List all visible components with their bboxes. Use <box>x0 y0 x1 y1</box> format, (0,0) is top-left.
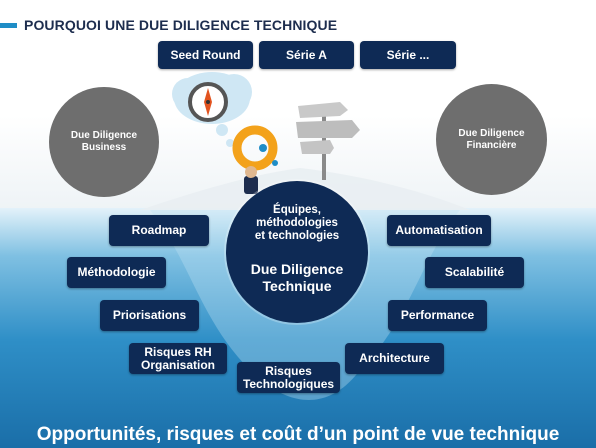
stage-serie-a: Série A <box>259 41 354 69</box>
item-risques-rh: Risques RH Organisation <box>129 343 227 374</box>
footer-caption: Opportunités, risques et coût d’un point… <box>36 424 560 445</box>
item-architecture: Architecture <box>345 343 444 374</box>
lifebuoy-icon <box>232 125 278 171</box>
item-performance: Performance <box>388 300 487 331</box>
stage-seed-round: Seed Round <box>158 41 253 69</box>
header-accent-bar <box>0 23 17 28</box>
center-subtitle: Équipes, méthodologies et technologies <box>254 204 340 242</box>
stage-serie-more: Série ... <box>360 41 456 69</box>
person-icon <box>244 166 258 194</box>
item-roadmap: Roadmap <box>109 215 209 246</box>
signpost-icon <box>296 102 360 180</box>
due-diligence-financiere-circle: Due Diligence Financière <box>436 84 547 195</box>
page-title: POURQUOI UNE DUE DILIGENCE TECHNIQUE <box>24 17 338 33</box>
item-priorisations: Priorisations <box>100 300 199 331</box>
item-risques-technologiques: Risques Technologiques <box>237 362 340 393</box>
item-methodologie: Méthodologie <box>67 257 166 288</box>
center-title: Due Diligence Technique <box>250 261 344 294</box>
due-diligence-business-circle: Due Diligence Business <box>49 87 159 197</box>
item-automatisation: Automatisation <box>387 215 491 246</box>
compass-icon <box>172 72 252 147</box>
item-scalabilite: Scalabilité <box>425 257 524 288</box>
due-diligence-technique-circle: Équipes, méthodologies et technologies D… <box>226 181 368 323</box>
